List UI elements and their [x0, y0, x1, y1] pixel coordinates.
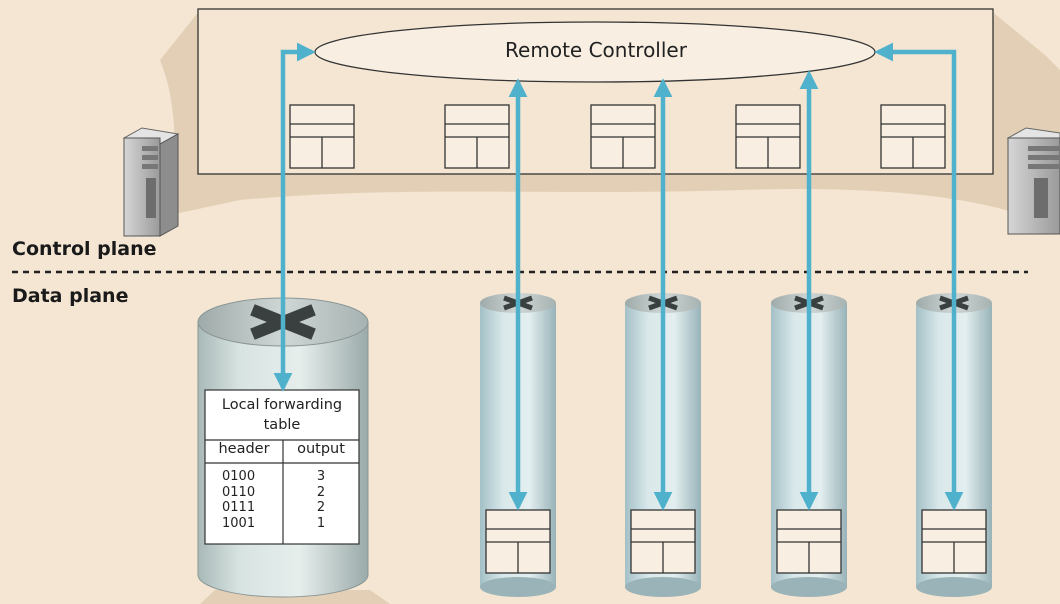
table-cell-output: 3 [316, 469, 326, 484]
flow-table-icon [485, 509, 551, 574]
server-icon [1006, 127, 1060, 235]
table-cell-output: 1 [316, 515, 326, 531]
server-icon [122, 127, 180, 237]
table-cell-header: 1001 [222, 515, 256, 531]
flow-table-icon [444, 104, 510, 169]
control-plane-label: Control plane [12, 238, 157, 260]
flow-table-icon [880, 104, 946, 169]
flow-table-icon [590, 104, 656, 169]
table-cell-header: 0100 [222, 469, 256, 484]
control-arrows [273, 42, 964, 511]
remote-controller-label: Remote Controller [505, 38, 687, 62]
table-cell-output: 2 [316, 484, 326, 500]
control-arrow [273, 42, 316, 392]
local-forwarding-table-box [204, 389, 360, 545]
flow-table-icon [921, 509, 987, 574]
table-cell-header: 0111 [222, 500, 256, 515]
table-cell-header: 0110 [222, 484, 256, 500]
flow-table-icon [630, 509, 696, 574]
forwarding-table-header-col: header [218, 441, 270, 457]
forwarding-table-header-values: 0100 0110 0111 1001 [222, 469, 255, 531]
table-cell-output: 2 [316, 500, 326, 515]
forwarding-table-output-col: output [297, 441, 345, 457]
data-plane-label: Data plane [12, 285, 129, 307]
flow-table-icon [776, 509, 842, 574]
forwarding-table-title: Local forwarding table [221, 397, 343, 433]
flow-table-icon [289, 104, 355, 169]
control-arrow [874, 42, 964, 511]
forwarding-table-output-values: 3 2 2 1 [283, 469, 359, 531]
flow-table-icon [735, 104, 801, 169]
